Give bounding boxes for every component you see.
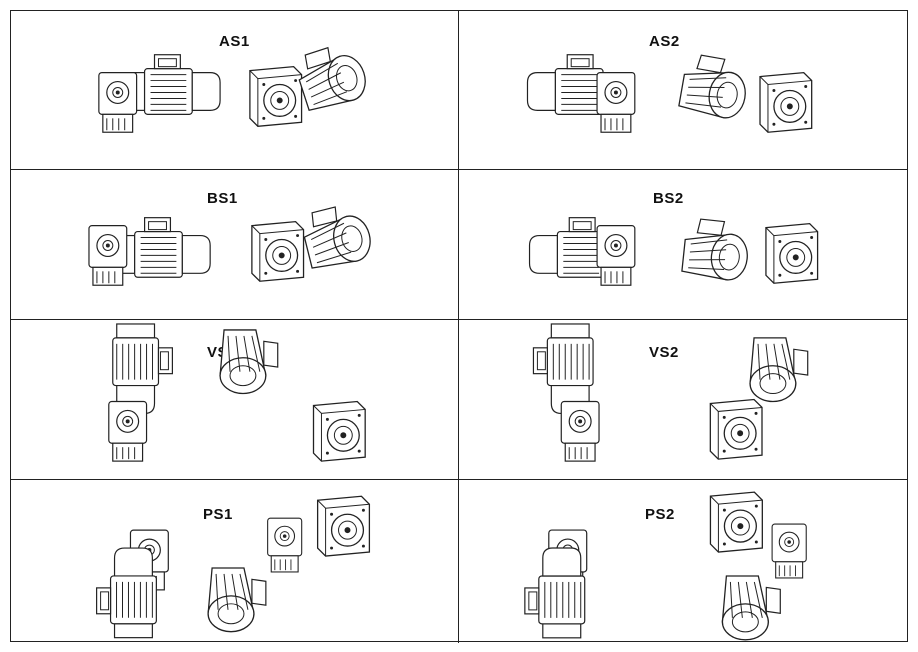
panel-label-as1: AS1	[219, 33, 250, 50]
panel-vs1: VS1	[11, 320, 459, 480]
panel-as1: AS1	[11, 11, 459, 170]
panel-ps1: PS1	[11, 480, 459, 643]
motor-body	[130, 54, 221, 115]
panel-bs1: BS1	[11, 170, 459, 320]
panel-label-as2: AS2	[649, 33, 680, 50]
ps1-drawing	[96, 495, 371, 639]
panel-vs2: VS2	[459, 320, 907, 480]
panel-ps2: PS2	[459, 480, 907, 643]
as1-drawing	[98, 38, 372, 133]
panel-label-bs2: BS2	[653, 190, 684, 207]
panel-label-vs2: VS2	[649, 344, 679, 361]
panel-label-bs1: BS1	[207, 190, 238, 207]
panel-as2: AS2	[459, 11, 907, 170]
configuration-diagram: AS1 AS2 BS1 BS2	[10, 10, 908, 643]
ps2-drawing	[524, 491, 807, 641]
panel-bs2: BS2	[459, 170, 907, 320]
panel-label-ps2: PS2	[645, 506, 675, 523]
bs2-drawing	[528, 217, 819, 286]
as2-drawing	[526, 52, 813, 133]
vs1-drawing	[108, 323, 366, 462]
bs1-drawing	[88, 199, 376, 286]
gearbox-front	[98, 72, 138, 133]
vs2-drawing	[532, 323, 809, 462]
panel-label-ps1: PS1	[203, 506, 233, 523]
